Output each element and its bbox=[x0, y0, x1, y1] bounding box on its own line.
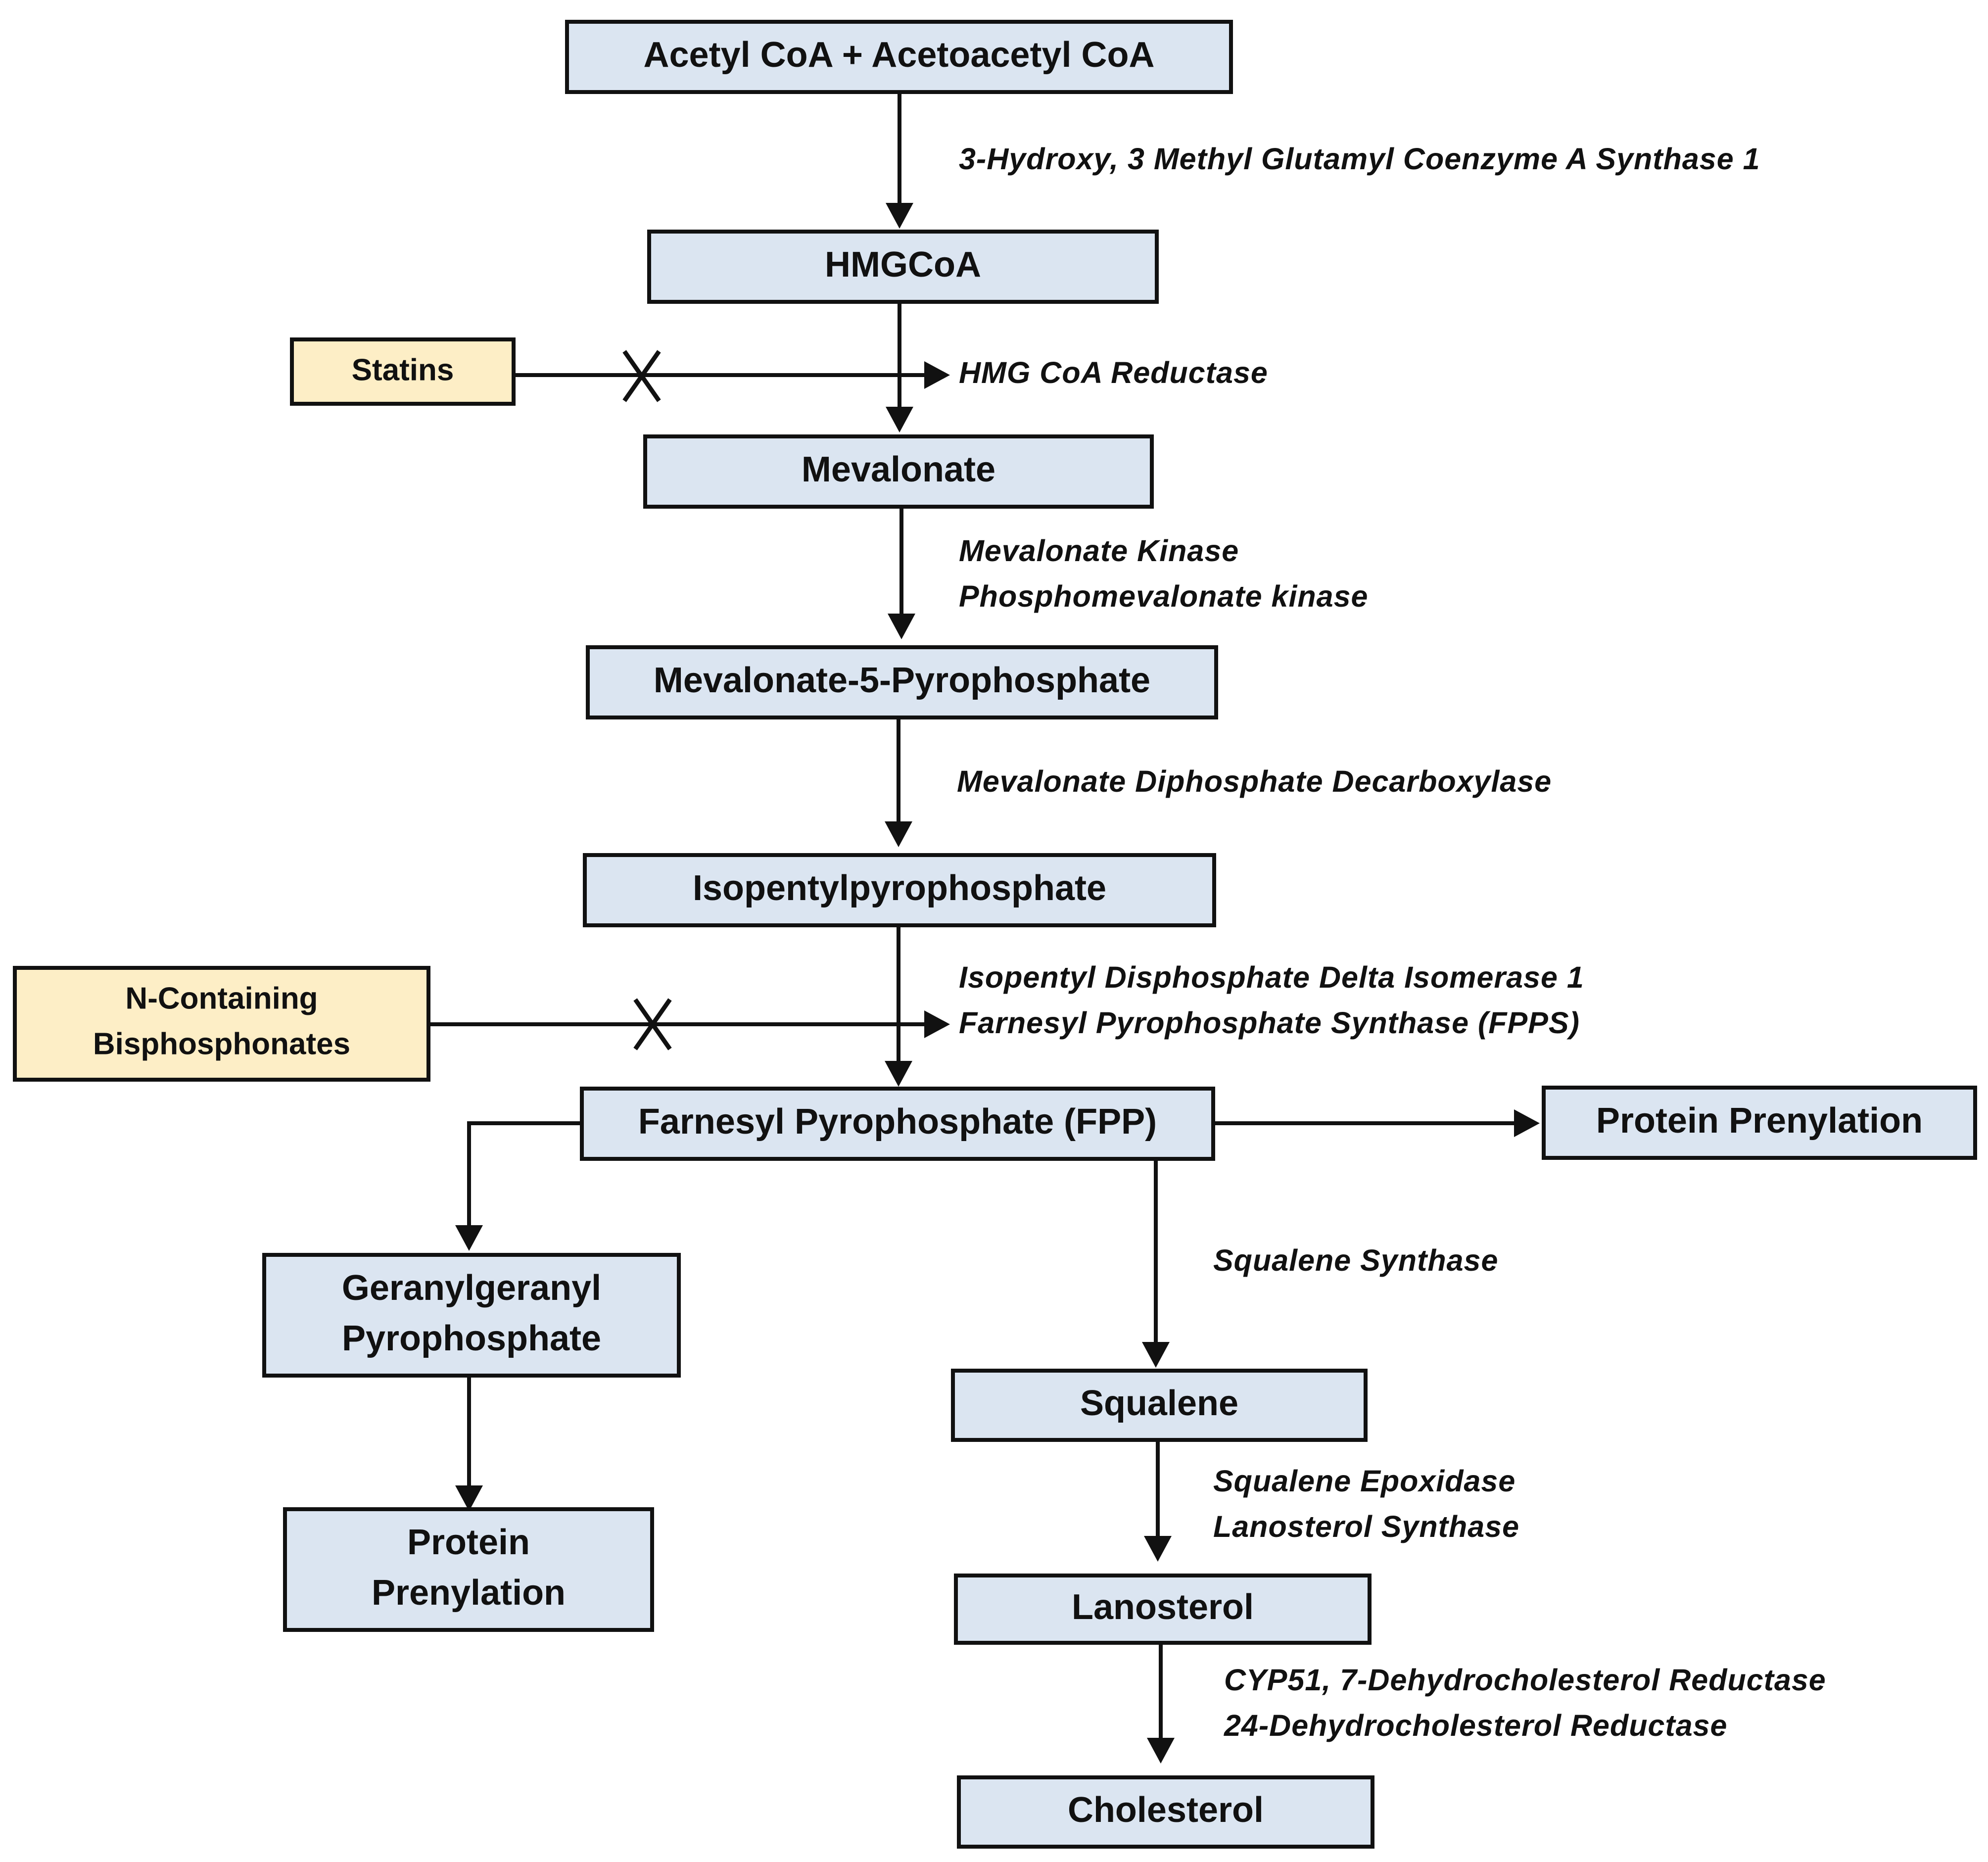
arrowhead-m5pp bbox=[888, 614, 915, 639]
node-farnesyl-pyrophosphate-label: Farnesyl Pyrophosphate (FPP) bbox=[638, 1102, 1157, 1142]
bisphosphonates-x-mark bbox=[633, 998, 672, 1050]
enzyme-pmvk-label: Phosphomevalonate kinase bbox=[959, 579, 1368, 613]
arrow-fpp-to-ggpp bbox=[467, 1121, 582, 1225]
node-geranylgeranyl-pyrophosphate: Geranylgeranyl Pyrophosphate bbox=[262, 1253, 681, 1378]
metabolite-nodes: Acetyl CoA + Acetoacetyl CoA HMGCoA Meva… bbox=[262, 20, 1977, 1849]
arrowhead-prenylation-left bbox=[455, 1485, 483, 1511]
node-cholesterol-label: Cholesterol bbox=[1068, 1790, 1264, 1830]
arrowhead-fpp bbox=[885, 1061, 912, 1087]
enzyme-idi1-label: Isopentyl Disphosphate Delta Isomerase 1 bbox=[959, 960, 1584, 994]
node-hmgcoa: HMGCoA bbox=[647, 230, 1159, 304]
arrowhead-lanosterol bbox=[1144, 1536, 1172, 1562]
enzyme-fpps-label: Farnesyl Pyrophosphate Synthase (FPPS) bbox=[959, 1006, 1580, 1040]
enzyme-lss-label: Lanosterol Synthase bbox=[1213, 1510, 1519, 1543]
node-mevalonate-5-pyrophosphate: Mevalonate-5-Pyrophosphate bbox=[586, 645, 1218, 719]
inhibitor-nodes: Statins N-Containing Bisphosphonates bbox=[13, 337, 516, 1082]
statins-x-mark bbox=[622, 350, 661, 402]
inhibitor-statins: Statins bbox=[290, 337, 516, 406]
node-farnesyl-pyrophosphate: Farnesyl Pyrophosphate (FPP) bbox=[580, 1087, 1215, 1161]
arrowhead-prenylation-right bbox=[1514, 1109, 1540, 1137]
enzyme-dhcr24-label: 24-Dehydrocholesterol Reductase bbox=[1224, 1709, 1727, 1742]
enzyme-mvd-label: Mevalonate Diphosphate Decarboxylase bbox=[957, 764, 1552, 798]
enzyme-sqle-label: Squalene Epoxidase bbox=[1213, 1464, 1515, 1498]
node-protein-prenylation-left-line-2: Prenylation bbox=[372, 1573, 566, 1613]
enzyme-hmgcs1-label: 3-Hydroxy, 3 Methyl Glutamyl Coenzyme A … bbox=[959, 142, 1760, 176]
node-isopentylpyrophosphate: Isopentylpyrophosphate bbox=[583, 853, 1216, 927]
node-ggpp-label-line-2: Pyrophosphate bbox=[342, 1319, 601, 1358]
inhibitor-bisphosphonates-line-1: N-Containing bbox=[125, 981, 318, 1015]
arrowhead-bisphosphonates-to-fpps bbox=[924, 1010, 950, 1038]
node-lanosterol-label: Lanosterol bbox=[1072, 1587, 1254, 1627]
node-protein-prenylation-left: Protein Prenylation bbox=[283, 1507, 654, 1632]
node-acetyl-coa: Acetyl CoA + Acetoacetyl CoA bbox=[565, 20, 1233, 94]
arrowhead-mevalonate bbox=[886, 407, 913, 432]
node-ggpp-label-line-1: Geranylgeranyl bbox=[342, 1268, 601, 1308]
node-acetyl-coa-label: Acetyl CoA + Acetoacetyl CoA bbox=[644, 35, 1155, 75]
enzyme-labels: 3-Hydroxy, 3 Methyl Glutamyl Coenzyme A … bbox=[957, 142, 1826, 1742]
node-isopentylpyrophosphate-label: Isopentylpyrophosphate bbox=[693, 868, 1106, 908]
arrowhead-squalene bbox=[1142, 1342, 1170, 1368]
inhibitor-n-containing-bisphosphonates: N-Containing Bisphosphonates bbox=[13, 966, 430, 1082]
node-protein-prenylation-right-label: Protein Prenylation bbox=[1596, 1101, 1923, 1141]
enzyme-cyp51-label: CYP51, 7-Dehydrocholesterol Reductase bbox=[1224, 1663, 1826, 1697]
node-mevalonate: Mevalonate bbox=[643, 434, 1154, 509]
arrowhead-cholesterol bbox=[1147, 1738, 1175, 1764]
node-squalene-label: Squalene bbox=[1080, 1384, 1238, 1423]
node-protein-prenylation-right: Protein Prenylation bbox=[1542, 1086, 1977, 1160]
node-lanosterol: Lanosterol bbox=[954, 1574, 1372, 1645]
enzyme-mvk-label: Mevalonate Kinase bbox=[959, 534, 1239, 568]
arrowhead-ipp bbox=[885, 821, 912, 847]
arrowhead-statins-to-hmgcr bbox=[924, 361, 950, 389]
inhibitor-statins-label: Statins bbox=[352, 353, 454, 387]
arrowhead-hmgcoa bbox=[886, 203, 913, 229]
arrowhead-ggpp bbox=[455, 1225, 483, 1251]
inhibitor-bisphosphonates-line-2: Bisphosphonates bbox=[93, 1027, 350, 1061]
enzyme-hmgcr-label: HMG CoA Reductase bbox=[959, 356, 1268, 389]
enzyme-sqs-label: Squalene Synthase bbox=[1213, 1243, 1498, 1277]
node-mevalonate-label: Mevalonate bbox=[802, 450, 995, 489]
inhibition-marks bbox=[622, 350, 672, 1050]
node-squalene: Squalene bbox=[951, 1369, 1368, 1442]
pathway-arrows bbox=[428, 94, 1540, 1764]
node-hmgcoa-label: HMGCoA bbox=[825, 245, 981, 285]
node-mevalonate-5-pyrophosphate-label: Mevalonate-5-Pyrophosphate bbox=[654, 661, 1150, 700]
node-cholesterol: Cholesterol bbox=[957, 1775, 1374, 1849]
node-protein-prenylation-left-line-1: Protein bbox=[407, 1523, 530, 1562]
